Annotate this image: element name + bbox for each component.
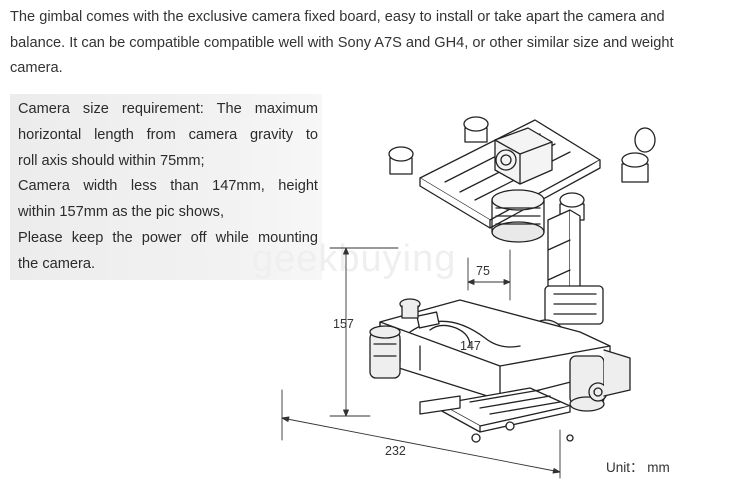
lower-frame [379,299,611,401]
dimension-157-label: 157 [333,317,354,331]
requirement-line: Please keep the power off while mounting [18,229,318,246]
dimension-232-label: 232 [385,444,406,458]
watermark-logo: geekbuying [252,238,457,280]
camera-block [494,127,553,185]
requirements-text: Camera size requirement: The maximum hor… [18,97,318,278]
requirement-line: Camera size requirement: The maximum [18,101,318,117]
intro-line-2: balance. It can be compatible compatible… [10,34,674,51]
intro-line-1: The gimbal comes with the exclusive came… [10,9,665,25]
dimension-147-label: 147 [460,339,481,353]
roll-motor [369,298,421,379]
requirement-line: roll axis should within 75mm; [18,152,205,169]
requirement-line: within 157mm as the pic shows, [18,204,225,221]
unit-label: Unit： mm [606,460,670,475]
vertical-arm [544,209,604,325]
yaw-motor [569,349,631,412]
base-plate [419,387,574,443]
requirement-line: horizontal length from camera gravity to [18,126,318,143]
lens [491,189,545,243]
gimbal-diagram [281,116,656,479]
requirement-line: the camera. [18,255,96,272]
requirement-line: Camera width less than 147mm, height [18,178,318,195]
intro-line-3: camera. [10,60,63,76]
requirements-box [10,94,322,280]
dimension-75-label: 75 [476,264,490,278]
intro-paragraph: The gimbal comes with the exclusive came… [10,5,735,82]
